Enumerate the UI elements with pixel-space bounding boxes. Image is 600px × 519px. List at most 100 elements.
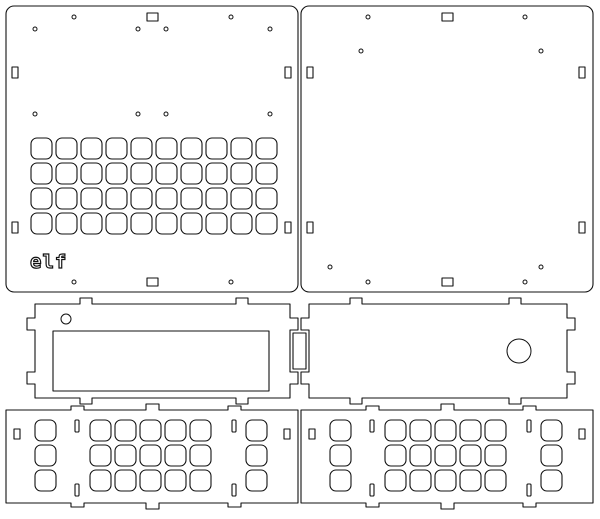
panel-outline bbox=[300, 297, 576, 405]
key-cutout bbox=[89, 469, 112, 492]
key-cutout bbox=[255, 187, 278, 210]
key-cutout bbox=[139, 419, 162, 442]
tab-slot bbox=[306, 66, 314, 79]
vent-slot bbox=[526, 483, 532, 497]
key-cutout bbox=[30, 187, 53, 210]
key-cutout bbox=[205, 187, 228, 210]
key-cutout bbox=[164, 419, 187, 442]
key-cutout bbox=[189, 419, 212, 442]
vent-slot bbox=[74, 483, 80, 497]
key-cutout bbox=[189, 444, 212, 467]
key-cutout bbox=[34, 419, 57, 442]
key-cutout bbox=[80, 187, 103, 210]
mounting-hole bbox=[522, 14, 528, 20]
key-cutout bbox=[230, 187, 253, 210]
key-cutout bbox=[255, 212, 278, 235]
connector-tab bbox=[292, 332, 307, 370]
key-cutout bbox=[105, 187, 128, 210]
mounting-hole bbox=[163, 111, 169, 117]
key-cutout bbox=[384, 419, 407, 442]
key-cutout bbox=[230, 212, 253, 235]
vent-slot bbox=[231, 419, 237, 433]
key-cutout bbox=[80, 212, 103, 235]
top-right-plate bbox=[300, 5, 594, 293]
display-window bbox=[52, 330, 270, 392]
key-cutout bbox=[130, 212, 153, 235]
tab-slot bbox=[284, 66, 292, 79]
key-cutout bbox=[55, 187, 78, 210]
key-cutout bbox=[34, 469, 57, 492]
key-cutout bbox=[114, 419, 137, 442]
key-cutout bbox=[139, 444, 162, 467]
tab-slot bbox=[441, 277, 454, 287]
plate-outline bbox=[5, 5, 299, 293]
key-cutout bbox=[105, 162, 128, 185]
mounting-hole bbox=[267, 26, 273, 32]
tab-slot bbox=[13, 428, 21, 440]
tab-slot bbox=[283, 428, 291, 440]
mounting-hole bbox=[228, 14, 234, 20]
key-cutout bbox=[114, 469, 137, 492]
vent-slot bbox=[526, 419, 532, 433]
tab-slot bbox=[11, 66, 19, 79]
key-cutout bbox=[155, 162, 178, 185]
tab-slot bbox=[441, 12, 454, 22]
panel-outline bbox=[26, 297, 299, 405]
tab-slot bbox=[284, 221, 292, 234]
key-cutout bbox=[384, 469, 407, 492]
key-cutout bbox=[255, 162, 278, 185]
key-cutout bbox=[155, 187, 178, 210]
vent-slot bbox=[231, 483, 237, 497]
mounting-hole bbox=[71, 279, 77, 285]
key-cutout bbox=[139, 469, 162, 492]
key-cutout bbox=[329, 419, 352, 442]
key-cutout bbox=[30, 137, 53, 160]
tab-slot bbox=[578, 66, 586, 79]
mounting-hole bbox=[135, 111, 141, 117]
key-cutout bbox=[230, 162, 253, 185]
key-cutout bbox=[205, 162, 228, 185]
key-cutout bbox=[30, 162, 53, 185]
key-cutout bbox=[459, 444, 482, 467]
panel-outline bbox=[300, 403, 594, 510]
plate-outline bbox=[300, 5, 594, 293]
key-cutout bbox=[130, 162, 153, 185]
key-cutout bbox=[180, 187, 203, 210]
key-cutout bbox=[384, 444, 407, 467]
mounting-hole bbox=[163, 26, 169, 32]
top-left-plate bbox=[5, 5, 299, 293]
mounting-hole bbox=[32, 111, 38, 117]
key-cutout bbox=[540, 444, 563, 467]
key-cutout bbox=[105, 137, 128, 160]
mounting-hole bbox=[365, 14, 371, 20]
key-cutout bbox=[205, 137, 228, 160]
mounting-hole bbox=[538, 264, 544, 270]
key-cutout bbox=[409, 419, 432, 442]
mounting-hole bbox=[365, 279, 371, 285]
key-cutout bbox=[55, 162, 78, 185]
key-cutout bbox=[130, 187, 153, 210]
key-cutout bbox=[255, 137, 278, 160]
key-cutout bbox=[89, 419, 112, 442]
key-cutout bbox=[130, 137, 153, 160]
key-cutout bbox=[55, 137, 78, 160]
knob-front-panel bbox=[300, 297, 576, 405]
key-cutout bbox=[484, 419, 507, 442]
key-cutout bbox=[55, 212, 78, 235]
key-cutout bbox=[245, 469, 268, 492]
tab-slot bbox=[578, 428, 586, 440]
mounting-hole bbox=[358, 48, 364, 54]
bottom-right-keypad-panel bbox=[300, 403, 594, 510]
key-cutout bbox=[329, 469, 352, 492]
key-cutout bbox=[459, 419, 482, 442]
key-cutout bbox=[434, 419, 457, 442]
key-cutout bbox=[409, 469, 432, 492]
key-cutout bbox=[329, 444, 352, 467]
key-cutout bbox=[164, 444, 187, 467]
mounting-hole bbox=[135, 26, 141, 32]
tab-slot bbox=[308, 428, 316, 440]
vent-slot bbox=[74, 419, 80, 433]
key-cutout bbox=[89, 444, 112, 467]
key-cutout bbox=[540, 469, 563, 492]
tab-slot bbox=[146, 12, 159, 22]
